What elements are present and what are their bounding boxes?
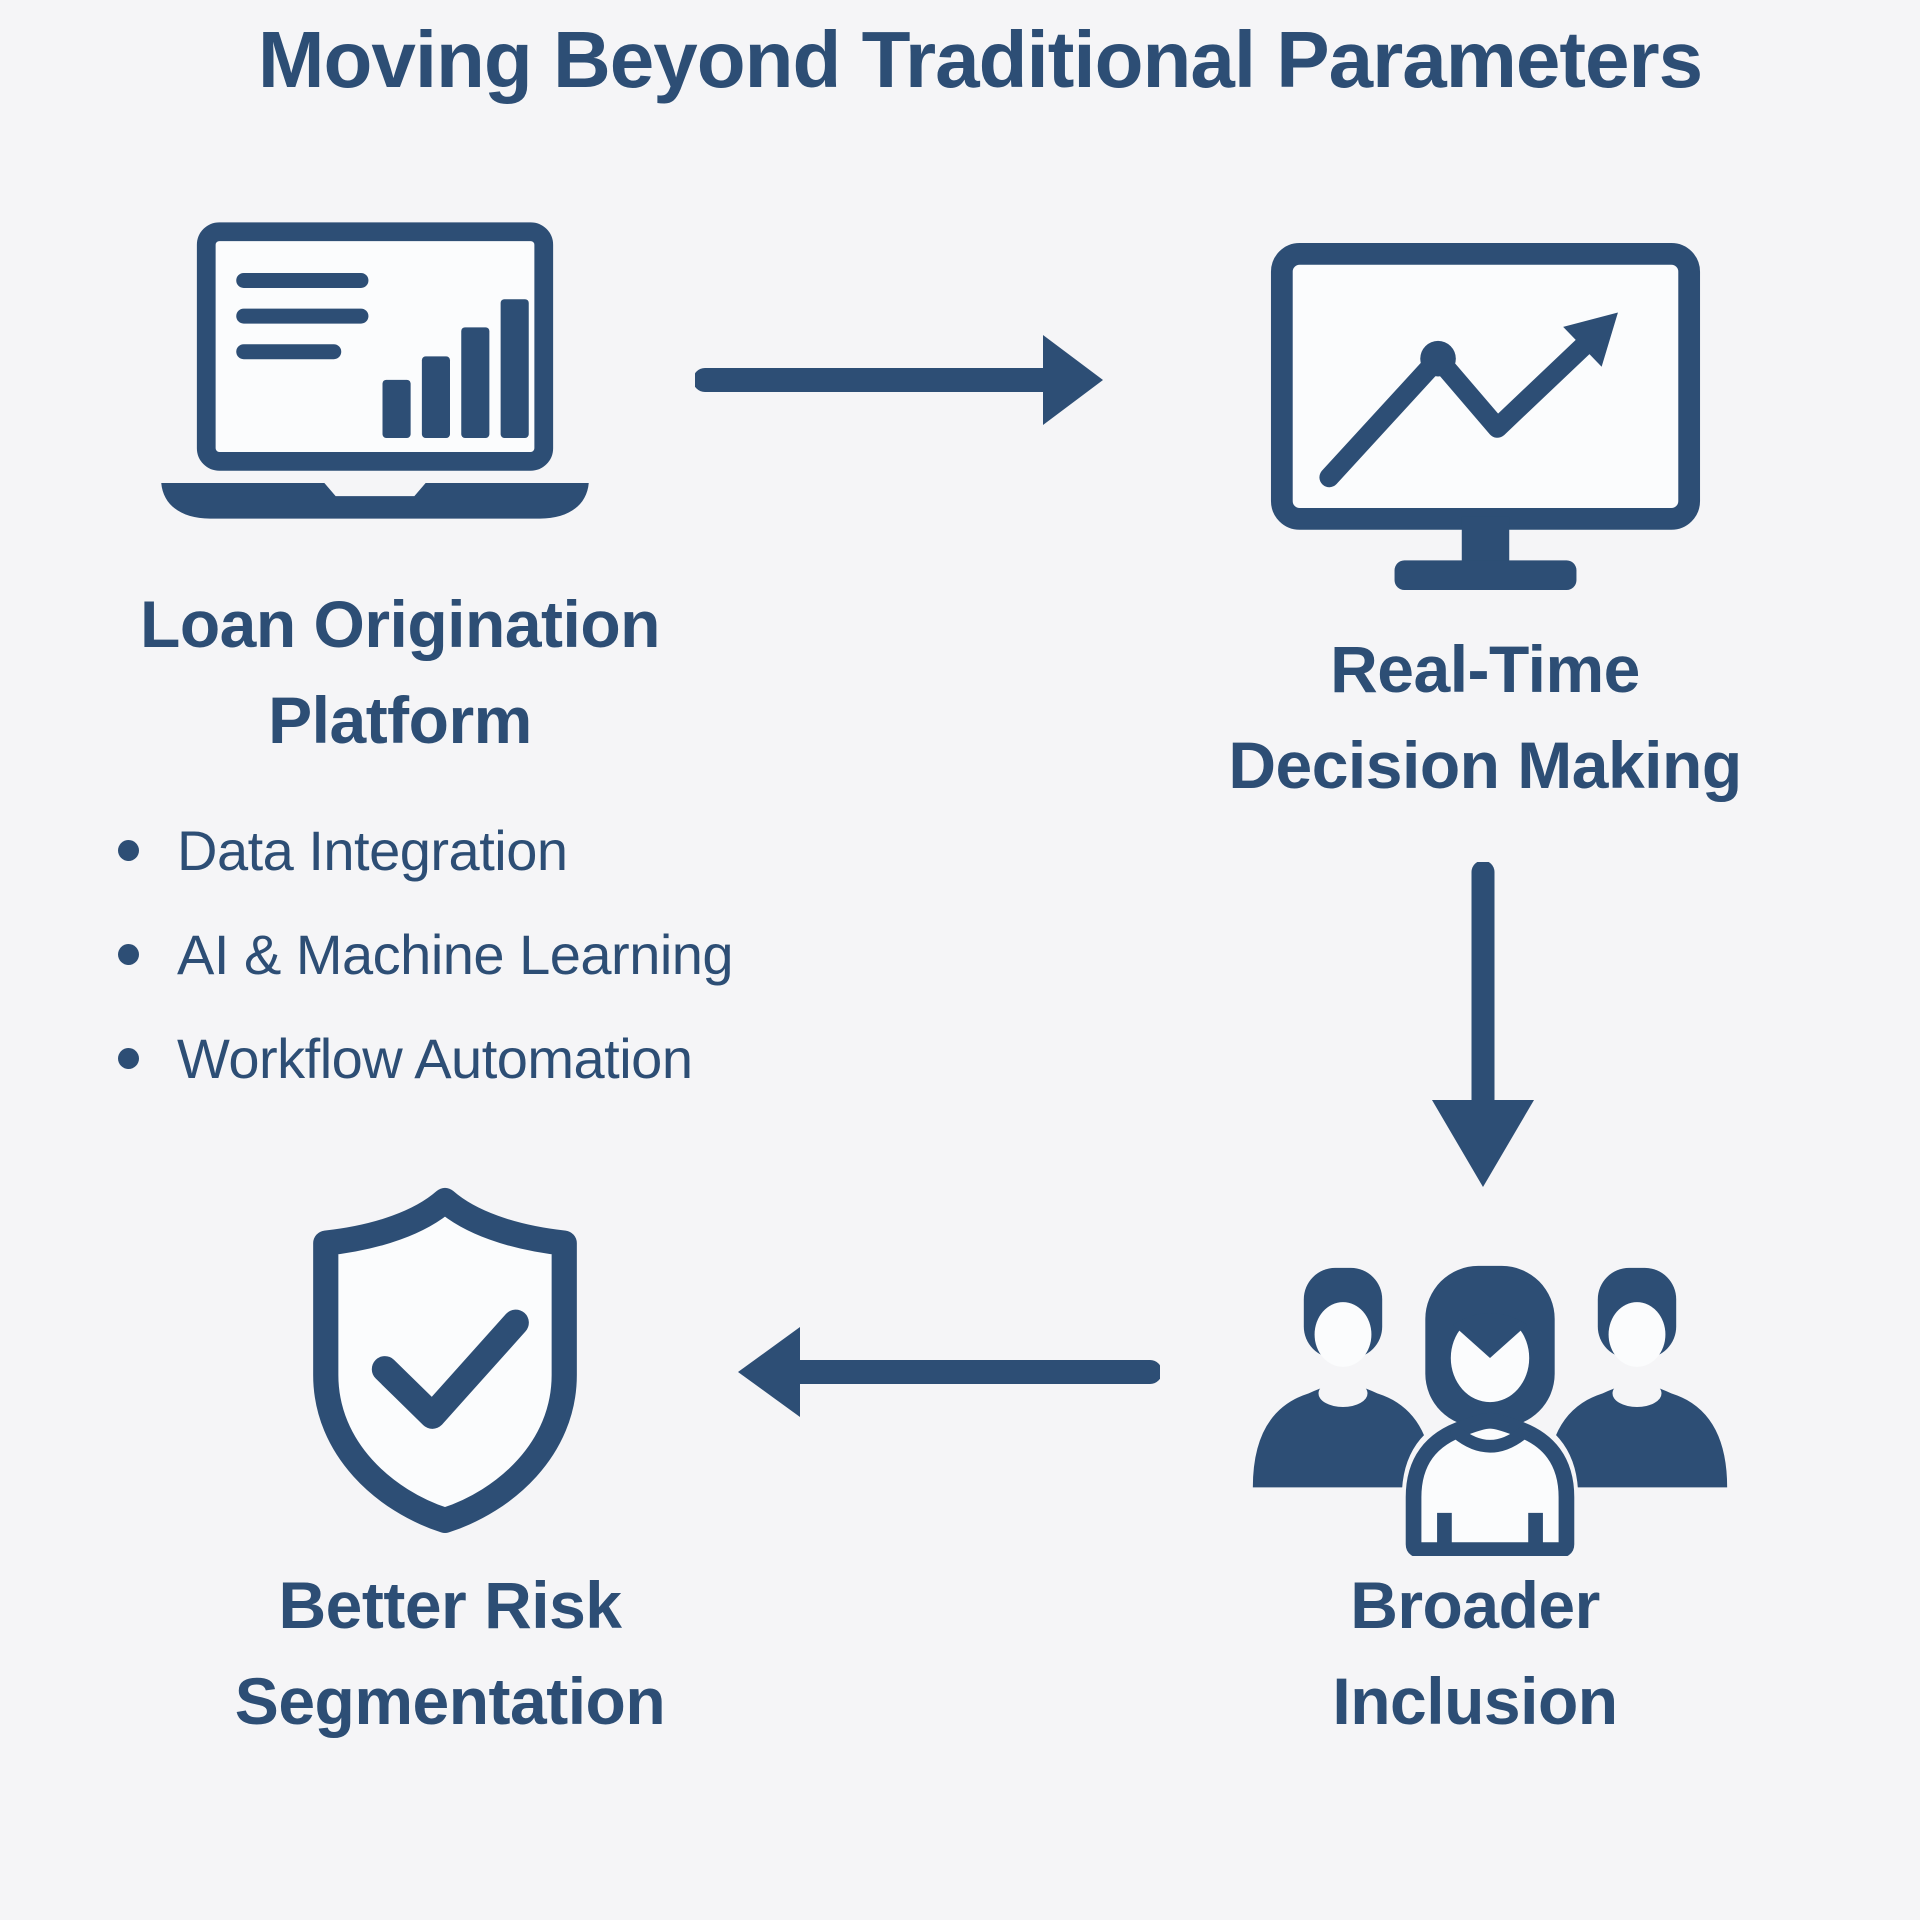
shield-check-icon [313,1187,577,1534]
bullet-label: Workflow Automation [177,1027,693,1090]
list-item: Workflow Automation [118,1026,1018,1091]
bullet-dot [118,944,139,965]
broader-inclusion-label: Broader Inclusion [1332,1568,1618,1738]
page-title: Moving Beyond Traditional Parameters [257,15,1703,104]
arrow-down-icon [1432,862,1534,1187]
bullet-label: AI & Machine Learning [177,923,734,986]
loan-origination-label: Loan Origination Platform [140,587,660,757]
arrow-left-icon [738,1327,1160,1417]
laptop-bar-chart-icon [161,222,589,519]
bullet-label: Data Integration [177,819,568,882]
loan-features-list: Data Integration AI & Machine Learning W… [118,818,1018,1130]
people-group-icon [1252,1262,1728,1556]
list-item: AI & Machine Learning [118,922,1018,987]
real-time-decision-label: Real-Time Decision Making [1228,632,1742,802]
better-risk-segmentation-label: Better Risk Segmentation [234,1568,666,1738]
monitor-trend-icon [1270,243,1701,591]
bullet-dot [118,1048,139,1069]
arrow-right-icon [695,335,1103,425]
bullet-dot [118,840,139,861]
list-item: Data Integration [118,818,1018,883]
